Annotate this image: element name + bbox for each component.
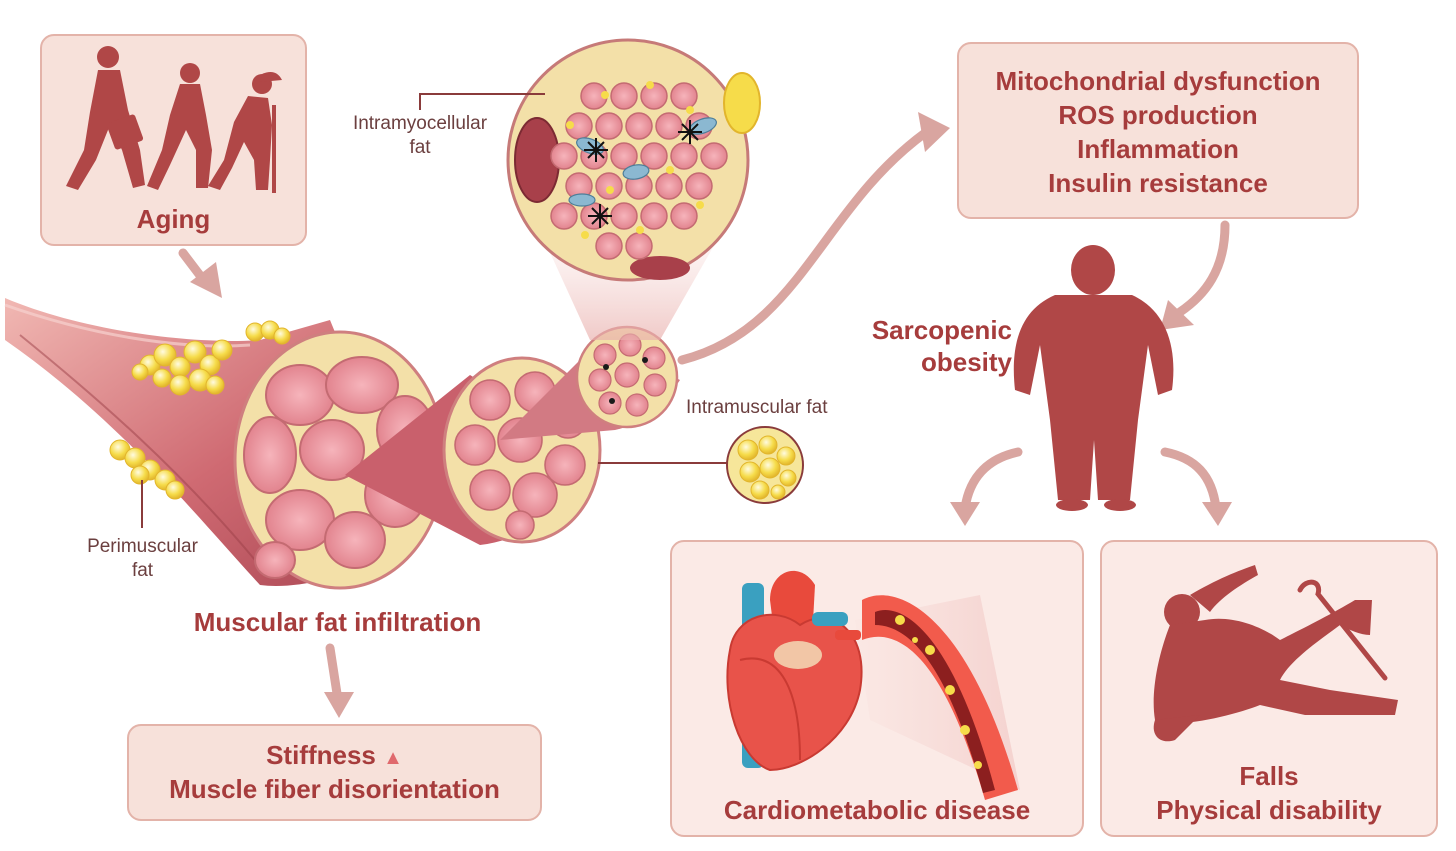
muscle-fiber xyxy=(640,142,668,170)
intramyocellular-label: Intramyocellular fat xyxy=(335,112,505,160)
disorientation-label: Muscle fiber disorientation xyxy=(169,774,500,804)
intramuscular-label: Intramuscular fat xyxy=(686,397,828,418)
lipid-droplet xyxy=(686,106,694,114)
muscle-fiber xyxy=(595,172,623,200)
cardio-label: Cardiometabolic disease xyxy=(723,795,1031,825)
cardio-box: Cardiometabolic disease xyxy=(670,540,1084,837)
lipid-droplet xyxy=(601,91,609,99)
muscle-fiber xyxy=(670,202,698,230)
stiffness-label: Stiffness xyxy=(266,740,376,770)
sarcopenic-line1: Sarcopenic xyxy=(871,315,1012,345)
mechanism-insulin: Insulin resistance xyxy=(1048,168,1268,198)
infiltration-title: Muscular fat infiltration xyxy=(193,607,482,637)
muscle-fiber xyxy=(685,172,713,200)
falls-label: Falls xyxy=(1239,761,1299,791)
sarcopenic-obesity-label: Sarcopenic obesity xyxy=(850,314,1012,378)
intramyocellular-line1: Intramyocellular xyxy=(352,113,488,134)
perimuscular-line2: fat xyxy=(131,560,154,581)
muscle-fiber xyxy=(625,232,653,260)
mechanism-mitochondrial: Mitochondrial dysfunction xyxy=(995,66,1321,96)
arrow-mechanisms-to-obesity xyxy=(1175,220,1230,317)
muscle-fiber xyxy=(670,142,698,170)
arrow-obesity-to-cardio xyxy=(960,447,1023,513)
lipid-droplet xyxy=(566,121,574,129)
increase-triangle-icon: ▲ xyxy=(383,747,403,769)
falls-box: Falls Physical disability xyxy=(1100,540,1438,837)
muscle-fiber xyxy=(655,172,683,200)
muscle-fiber xyxy=(610,142,638,170)
muscle-fiber xyxy=(595,112,623,140)
aging-label: Aging xyxy=(136,204,211,234)
intramuscular-fat-circle xyxy=(726,426,804,504)
muscle-fiber xyxy=(670,82,698,110)
mechanism-ros: ROS production xyxy=(1058,100,1258,130)
intramyocellular-line2: fat xyxy=(409,137,431,158)
muscle-fiber xyxy=(625,112,653,140)
lipid-droplet xyxy=(636,226,644,234)
muscle-fiber xyxy=(640,82,668,110)
stiffness-box: Stiffness ▲ Muscle fiber disorientation xyxy=(127,724,542,821)
disability-label: Physical disability xyxy=(1156,795,1382,825)
leader-intramyocellular xyxy=(419,93,545,110)
perimuscular-label: Perimuscular fat xyxy=(70,535,215,583)
intramyocellular-cross-section xyxy=(506,38,761,282)
lipid-droplet xyxy=(696,201,704,209)
stiffness-line: Stiffness ▲ xyxy=(129,738,540,775)
muscle-fiber xyxy=(550,142,578,170)
lipid-droplet xyxy=(581,231,589,239)
arrow-cross-section-to-mechanisms xyxy=(677,128,930,365)
muscle-fiber xyxy=(700,142,728,170)
muscle-fiber xyxy=(610,202,638,230)
obese-person-silhouette xyxy=(1013,245,1174,511)
mechanisms-box: Mitochondrial dysfunction ROS production… xyxy=(957,42,1359,219)
flow-arrows xyxy=(178,128,1230,705)
arrow-infiltration-to-stiffness xyxy=(325,643,343,705)
lipid-droplet xyxy=(606,186,614,194)
perimuscular-line1: Perimuscular xyxy=(87,536,198,557)
aging-box: Aging xyxy=(40,34,307,246)
muscle-fiber xyxy=(610,82,638,110)
muscle-fiber xyxy=(550,202,578,230)
muscle-bundle xyxy=(4,298,680,590)
lipid-droplet xyxy=(646,81,654,89)
muscle-fiber xyxy=(595,232,623,260)
muscle-fiber xyxy=(640,202,668,230)
arrow-obesity-to-falls xyxy=(1160,447,1221,513)
muscle-fiber xyxy=(655,112,683,140)
sarcopenic-line2: obesity xyxy=(920,347,1012,377)
lipid-droplet xyxy=(666,166,674,174)
leader-lines xyxy=(141,93,727,528)
mechanism-inflammation: Inflammation xyxy=(1077,134,1239,164)
